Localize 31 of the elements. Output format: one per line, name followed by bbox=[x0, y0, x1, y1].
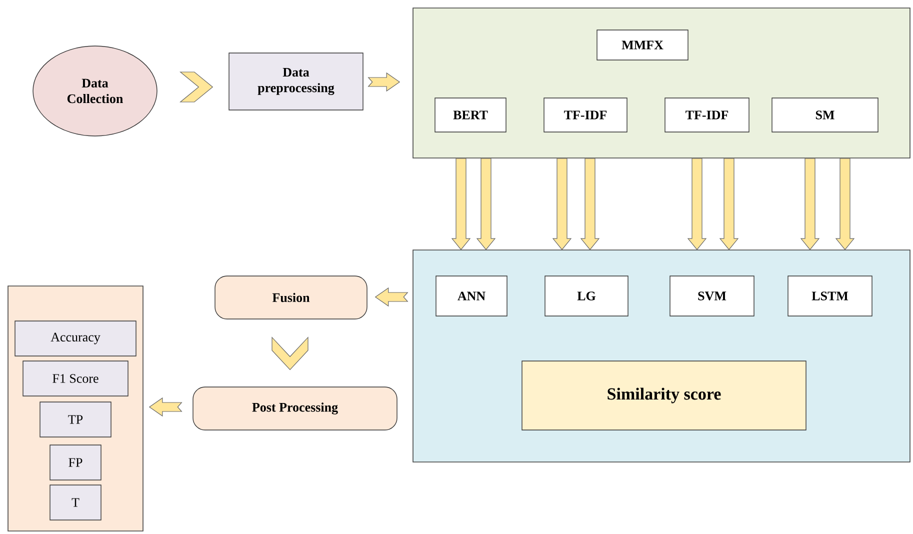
block-arrow bbox=[719, 158, 739, 250]
label-box: MMFX bbox=[596, 30, 688, 60]
block-arrow bbox=[552, 158, 572, 250]
chevron-arrow bbox=[180, 72, 214, 102]
metric-box: F1 Score bbox=[22, 360, 128, 396]
label-box: LSTM bbox=[788, 276, 872, 316]
process-box: Fusion bbox=[214, 276, 368, 320]
block-arrow bbox=[451, 158, 471, 250]
label-box: BERT bbox=[434, 98, 506, 132]
metric-box: TP bbox=[40, 402, 112, 438]
block-arrow bbox=[374, 287, 408, 307]
process-box: Data preprocessing bbox=[228, 52, 364, 110]
metric-box: FP bbox=[50, 444, 102, 480]
chevron-arrow bbox=[272, 336, 308, 370]
score-box: Similarity score bbox=[522, 360, 806, 430]
label-box: TF-IDF bbox=[544, 98, 628, 132]
metric-box: Accuracy bbox=[14, 320, 136, 356]
block-arrow bbox=[580, 158, 600, 250]
block-arrow bbox=[835, 158, 855, 250]
label-box: ANN bbox=[436, 276, 508, 316]
block-arrow bbox=[800, 158, 820, 250]
block-arrow bbox=[476, 158, 496, 250]
process-box: Post Processing bbox=[192, 386, 398, 430]
label-box: SM bbox=[772, 98, 878, 132]
label-box: LG bbox=[544, 276, 628, 316]
label-box: SVM bbox=[670, 276, 754, 316]
block-arrow bbox=[368, 72, 400, 92]
label-box: TF-IDF bbox=[664, 98, 750, 132]
block-arrow bbox=[687, 158, 707, 250]
block-arrow bbox=[148, 397, 182, 417]
metric-box: T bbox=[50, 484, 102, 520]
